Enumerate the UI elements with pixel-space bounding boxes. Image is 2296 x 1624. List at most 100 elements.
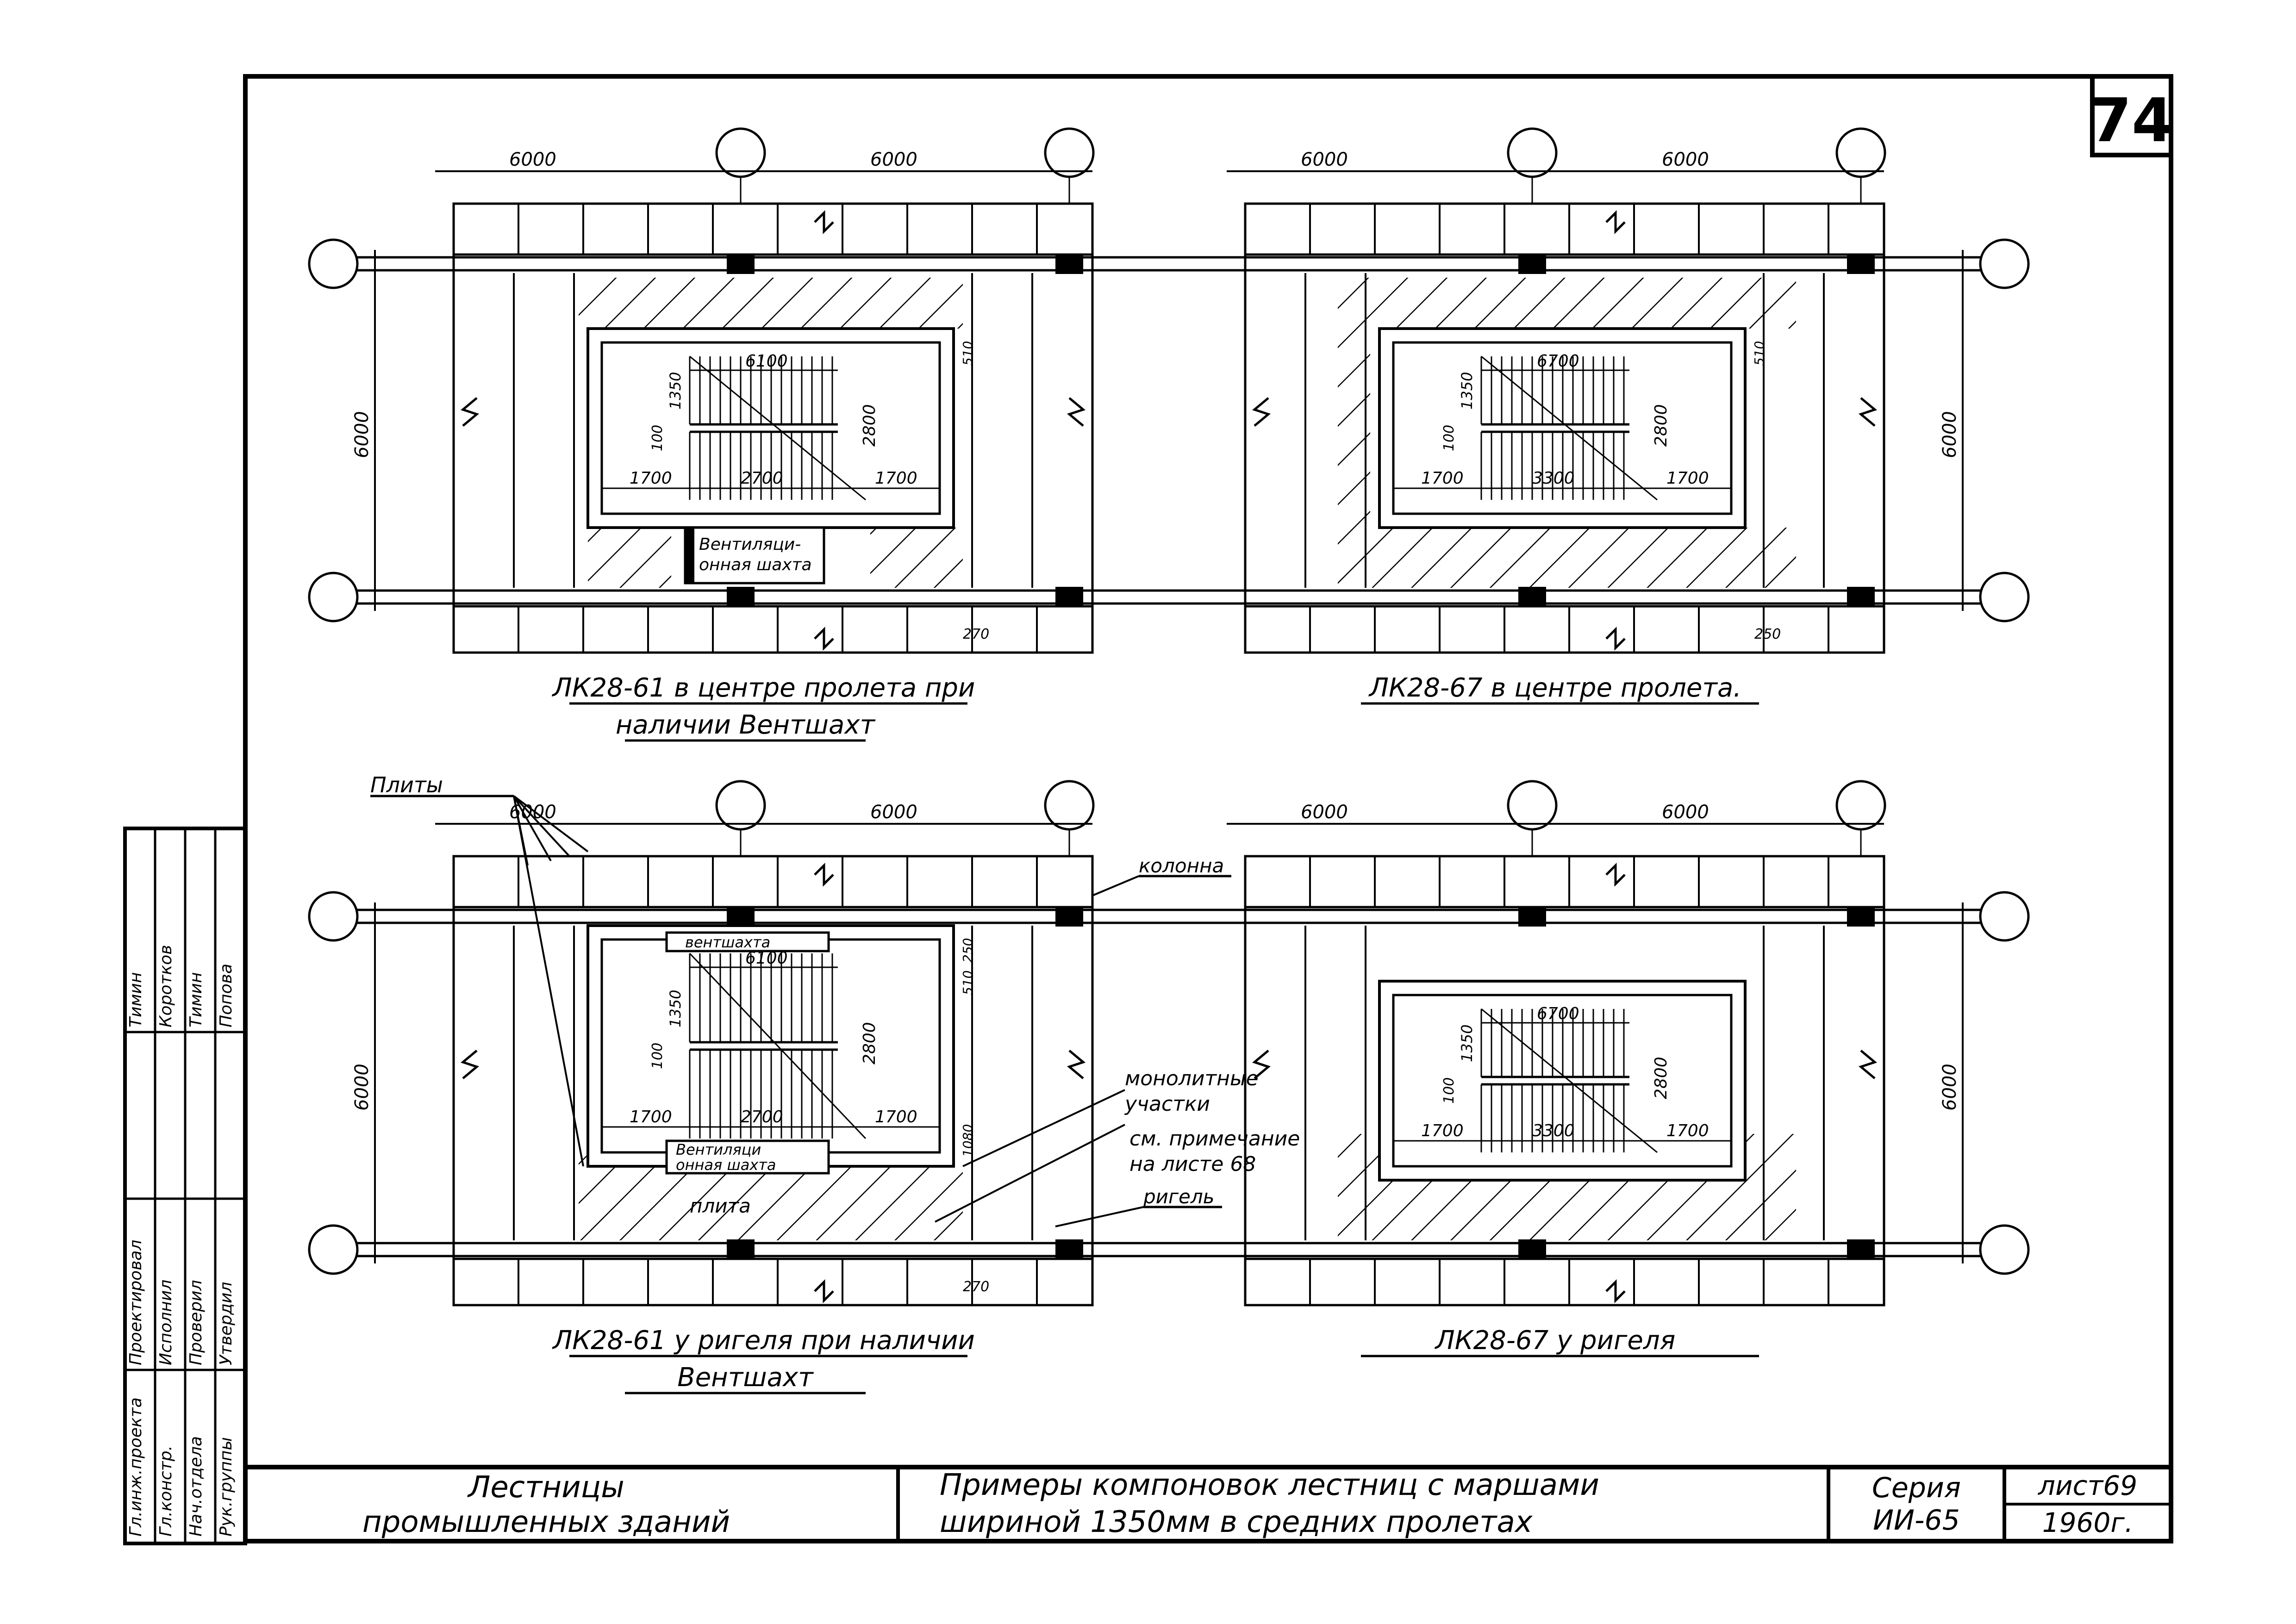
dim-span-left: 6000: [509, 149, 556, 170]
callout-column: колонна: [1139, 854, 1224, 877]
dim-flight-width: 1350: [1458, 1025, 1476, 1062]
axis-marker: [1835, 127, 1886, 178]
dim-span-left: 6000: [1301, 802, 1348, 823]
dim-wall: 250: [1754, 626, 1781, 642]
stamp-name: Тимин: [126, 972, 145, 1027]
break-mark: [814, 626, 834, 651]
dim-height: 6000: [351, 1064, 373, 1111]
dim-span-right: 6000: [870, 149, 917, 170]
vent-label-2: онная шахта: [699, 555, 812, 574]
plan-caption-2: Вентшахт: [677, 1363, 814, 1393]
dim-mid: 2700: [741, 1108, 783, 1126]
axis-marker: [715, 780, 766, 831]
column: [727, 906, 755, 927]
series-label: Серия: [1872, 1472, 1961, 1504]
axis-marker: [715, 127, 766, 178]
flight-direction: [1481, 1008, 1658, 1153]
dim-flight-width: 1350: [667, 372, 684, 410]
plan-outline: [452, 855, 1094, 1307]
stamp-role: Гл.констр.: [156, 1445, 175, 1537]
column: [1847, 254, 1875, 274]
callout-slabs: Плиты: [370, 772, 443, 797]
plan-caption-1: ЛК28-61 у ригеля при наличии: [552, 1325, 975, 1356]
monolith-area: [588, 528, 671, 588]
dim-left-landing: 1700: [1421, 1121, 1464, 1140]
title-line2: шириной 1350мм в средних пролетах: [940, 1505, 1533, 1539]
flight-direction: [1481, 355, 1658, 501]
plan-outline: [1244, 855, 1885, 1307]
column: [1055, 1239, 1083, 1260]
dim-gap: 100: [649, 425, 666, 451]
axis-marker: [1507, 127, 1558, 178]
stamp-name: Тимин: [187, 972, 206, 1027]
dim-wall: 510: [960, 341, 975, 366]
dim-mid: 3300: [1532, 469, 1575, 488]
dim-gap: 100: [649, 1043, 666, 1069]
dim-height: 6000: [1939, 411, 1960, 458]
slab-label: плита: [690, 1195, 751, 1217]
stamp-action: Исполнил: [156, 1280, 175, 1365]
dim-span-right: 6000: [870, 802, 917, 823]
vent-shaft-edge: [685, 528, 694, 583]
vent-label-1: Вентиляци: [676, 1141, 761, 1158]
dim-right-landing: 1700: [1666, 1121, 1709, 1140]
dim-span-right: 6000: [1662, 149, 1709, 170]
flight-direction: [689, 952, 867, 1139]
dim-mid: 3300: [1532, 1121, 1575, 1140]
stamp-role: Нач.отдела: [187, 1436, 206, 1537]
dim-left-landing: 1700: [1421, 469, 1464, 488]
dim-height: 6000: [351, 411, 373, 458]
vent-shaft-top: [665, 931, 830, 952]
approval-stamp: Гл.инж.проекта Гл.констр. Нач.отдела Рук.гр…: [123, 827, 247, 1545]
column: [727, 587, 755, 607]
plan-caption-1: ЛК28-67 в центре пролета.: [1368, 673, 1741, 703]
axis-marker: [1835, 780, 1886, 831]
axis-marker: [1044, 127, 1095, 178]
break-mark: [460, 397, 480, 427]
column: [1518, 906, 1546, 927]
dim-landing-width: 2800: [860, 404, 879, 447]
column: [1518, 254, 1546, 274]
series-value: ИИ-65: [1873, 1504, 1960, 1537]
break-mark: [1252, 1050, 1271, 1079]
column: [1055, 254, 1083, 274]
monolith-area: [1338, 528, 1796, 588]
stamp-role: Гл.инж.проекта: [126, 1397, 145, 1537]
sheet-label: лист69: [2038, 1470, 2137, 1501]
subject-line2: промышленных зданий: [362, 1505, 730, 1539]
column: [1847, 906, 1875, 927]
callout-see-note1: см. примечание: [1129, 1127, 1300, 1151]
dim-right-landing: 1700: [1666, 469, 1709, 488]
vent-label-1: Вентиляци-: [699, 535, 801, 554]
dim-wall: 1080: [960, 1124, 975, 1157]
column: [1518, 1239, 1546, 1260]
dim-flight-length: 6700: [1537, 1004, 1579, 1023]
stamp-name: Коротков: [156, 945, 175, 1027]
stamp-action: Проектировал: [126, 1240, 145, 1365]
column: [1055, 587, 1083, 607]
break-mark: [1605, 862, 1626, 887]
break-mark: [1605, 626, 1626, 651]
dim-wall: 270: [963, 1279, 989, 1295]
callout-see-note2: на листе 68: [1129, 1152, 1256, 1176]
stamp-action: Проверил: [187, 1280, 206, 1365]
axis-marker: [1979, 572, 2030, 622]
break-mark: [1858, 397, 1878, 427]
monolith-area: [579, 278, 963, 329]
subject-line1: Лестницы: [467, 1470, 624, 1505]
stamp-role: Рук.группы: [217, 1437, 236, 1537]
dim-span-right: 6000: [1662, 802, 1709, 823]
stamp-action: Утвердил: [217, 1282, 236, 1365]
dim-span-left: 6000: [1301, 149, 1348, 170]
callout-monolith1: монолитные: [1125, 1067, 1259, 1090]
break-mark: [814, 862, 834, 887]
vent-top-label: вентшахта: [685, 933, 770, 951]
plan-caption-1: ЛК28-67 у ригеля: [1435, 1325, 1676, 1356]
column: [727, 1239, 755, 1260]
axis-marker: [1979, 1224, 2030, 1275]
dim-wall: 250: [960, 938, 975, 963]
